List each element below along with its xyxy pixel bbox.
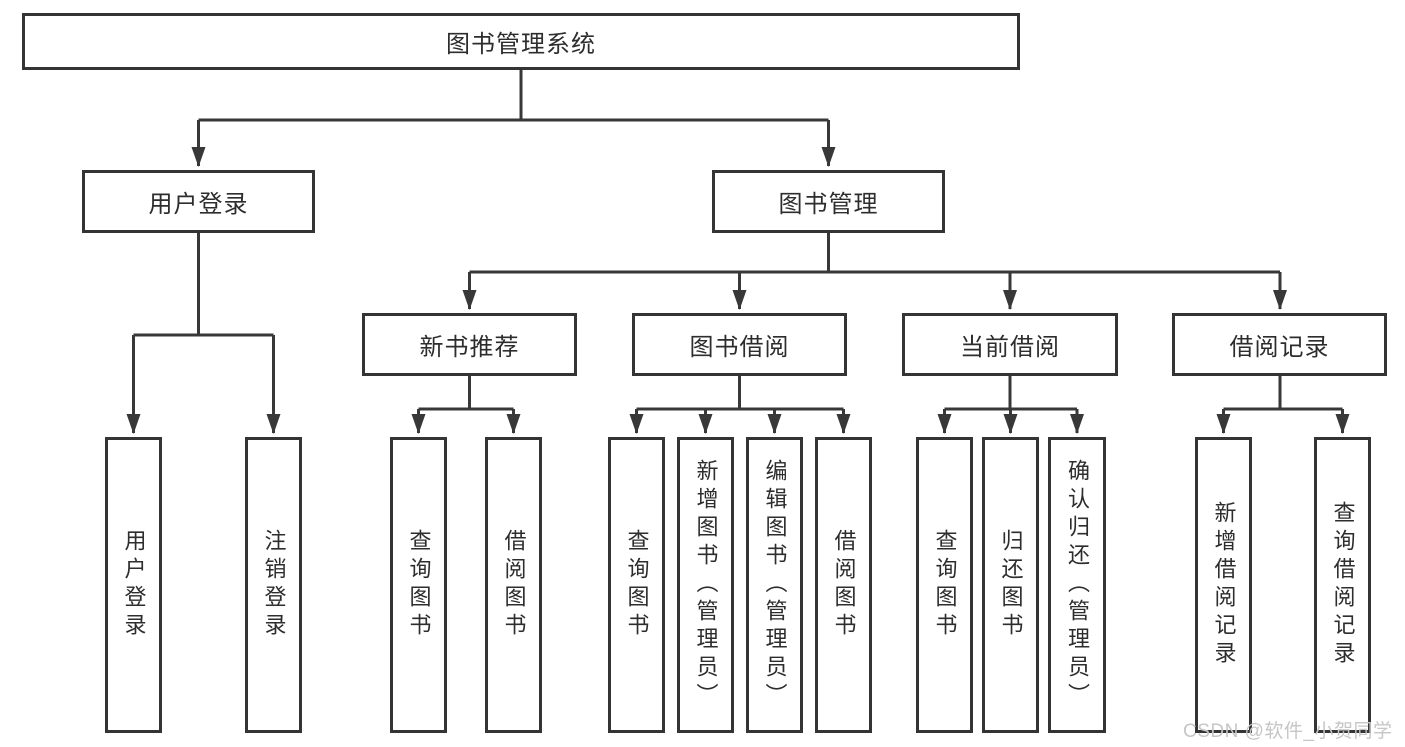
leaf-user-login-label: 用户登录 (121, 529, 147, 641)
node-book-borrow-label: 图书借阅 (689, 334, 790, 361)
node-current-borrow: 当前借阅 (902, 313, 1118, 376)
leaf-borrow-borrow-book: 借阅图书 (815, 437, 872, 733)
leaf-logout-label: 注销登录 (261, 529, 287, 641)
node-book-management: 图书管理 (712, 170, 945, 233)
leaf-logout: 注销登录 (245, 437, 302, 733)
node-borrow-record: 借阅记录 (1172, 313, 1387, 376)
leaf-record-query-label: 查询借阅记录 (1330, 501, 1356, 669)
leaf-current-return-book: 归还图书 (982, 437, 1039, 733)
leaf-borrow-edit-book: 编辑图书（管理员） (746, 437, 803, 733)
leaf-recommend-borrow-book: 借阅图书 (485, 437, 542, 733)
node-root: 图书管理系统 (22, 13, 1020, 70)
node-current-borrow-label: 当前借阅 (960, 334, 1060, 361)
node-book-management-label: 图书管理 (778, 191, 879, 218)
leaf-borrow-edit-book-label: 编辑图书（管理员） (762, 459, 788, 711)
node-borrow-record-label: 借阅记录 (1229, 334, 1330, 361)
leaf-borrow-add-book: 新增图书（管理员） (677, 437, 734, 733)
leaf-borrow-query-book: 查询图书 (608, 437, 665, 733)
node-root-label: 图书管理系统 (446, 31, 596, 58)
node-new-book-recommend-label: 新书推荐 (419, 334, 520, 361)
leaf-record-add: 新增借阅记录 (1195, 437, 1252, 733)
leaf-recommend-query-book-label: 查询图书 (406, 529, 432, 641)
leaf-borrow-add-book-label: 新增图书（管理员） (693, 459, 719, 711)
leaf-current-confirm-return-label: 确认归还（管理员） (1065, 459, 1090, 711)
leaf-current-query-book-label: 查询图书 (932, 529, 958, 641)
leaf-recommend-query-book: 查询图书 (390, 437, 447, 733)
node-user-login: 用户登录 (82, 170, 315, 233)
leaf-current-confirm-return: 确认归还（管理员） (1048, 437, 1106, 733)
node-book-borrow: 图书借阅 (632, 313, 847, 376)
leaf-borrow-borrow-book-label: 借阅图书 (831, 529, 857, 641)
connector-trunks (133, 69, 1343, 411)
leaf-borrow-query-book-label: 查询图书 (624, 529, 650, 641)
leaf-recommend-borrow-book-label: 借阅图书 (501, 529, 527, 641)
node-user-login-label: 用户登录 (148, 191, 249, 218)
watermark: CSDN @软件_小贺同学 (1183, 721, 1393, 742)
node-new-book-recommend: 新书推荐 (362, 313, 577, 376)
leaf-record-query: 查询借阅记录 (1314, 437, 1371, 733)
leaf-current-return-book-label: 归还图书 (998, 529, 1024, 641)
leaf-record-add-label: 新增借阅记录 (1211, 501, 1237, 669)
leaf-user-login: 用户登录 (105, 437, 162, 733)
leaf-current-query-book: 查询图书 (916, 437, 973, 733)
